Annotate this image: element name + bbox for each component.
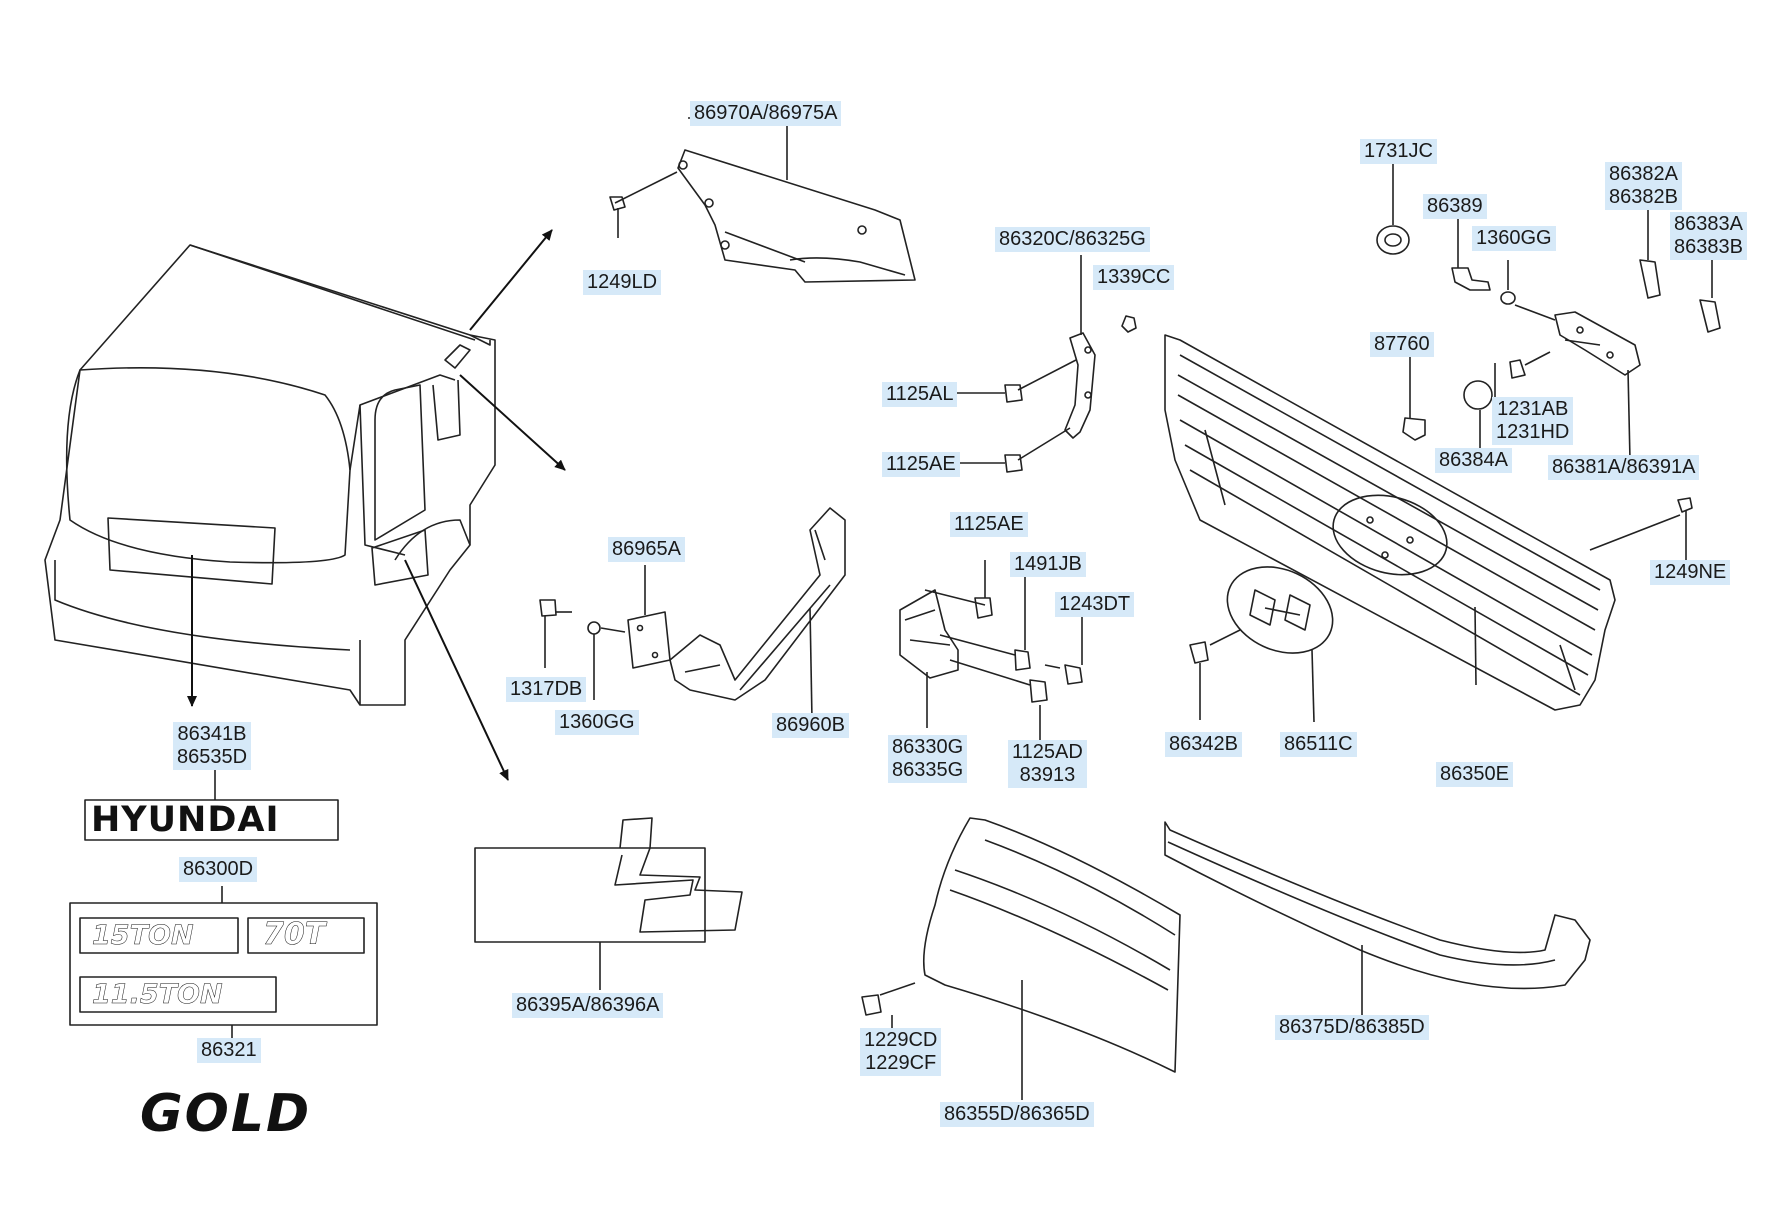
part-number-line: 86389 xyxy=(1427,195,1483,217)
label-86350E: 86350E xyxy=(1436,762,1513,787)
part-number-line: 1249LD xyxy=(587,271,658,293)
part-number-line: 1125AD xyxy=(1012,741,1083,763)
label-1360GG-b: 1360GG xyxy=(555,710,639,735)
part-number-line: 86381A/86391A xyxy=(1552,456,1696,478)
truck-cab-illustration xyxy=(44,244,496,706)
label-86970A: 86970A/86975A xyxy=(690,101,842,126)
part-number-line: 86355D/86365D xyxy=(944,1103,1090,1125)
part-number-line: 1231AB xyxy=(1497,398,1569,420)
part-number-line: 1360GG xyxy=(1476,227,1552,249)
label-86395A: 86395A/86396A xyxy=(512,993,664,1018)
part-number-line: 1243DT xyxy=(1059,593,1131,615)
part-number-line: 1731JC xyxy=(1364,140,1433,162)
part-number-line: 86382B xyxy=(1609,186,1678,208)
label-1360GG-a: 1360GG xyxy=(1472,226,1556,251)
part-number-line: 1125AE xyxy=(954,513,1024,535)
grille-bracket xyxy=(952,255,1137,473)
label-86375D: 86375D/86385D xyxy=(1275,1015,1429,1040)
part-number-line: 86383B xyxy=(1674,236,1743,258)
part-number-line: 86320C/86325G xyxy=(999,228,1146,250)
label-1243DT: 1243DT xyxy=(1055,592,1135,617)
part-number-line: 86330G xyxy=(892,736,964,758)
part-number-line: 86382A xyxy=(1609,163,1678,185)
side-decal xyxy=(474,817,743,990)
label-86321: 86321 xyxy=(197,1038,261,1063)
label-86355D: 86355D/86365D xyxy=(940,1102,1094,1127)
label-1125AL: 1125AL xyxy=(882,382,958,407)
part-number-line: 86350E xyxy=(1440,763,1509,785)
part-number-line: 86535D xyxy=(177,746,248,768)
label-86381A: 86381A/86391A xyxy=(1548,455,1700,480)
part-number-line: 86321 xyxy=(201,1039,257,1061)
part-number-line: 86960B xyxy=(776,714,845,736)
part-number-line: 87760 xyxy=(1374,333,1430,355)
part-number-line: 86341B xyxy=(177,723,247,745)
part-number-line: 1229CF xyxy=(865,1052,937,1074)
part-number-line: 83913 xyxy=(1019,764,1076,786)
gold-badge: GOLD xyxy=(140,1084,312,1144)
ton115-badge: 11.5TON xyxy=(92,979,223,1011)
label-1249NE: 1249NE xyxy=(1650,560,1731,585)
label-87760: 87760 xyxy=(1370,332,1434,357)
label-86384A: 86384A xyxy=(1435,448,1512,473)
label-86960B: 86960B xyxy=(772,713,849,738)
badge-frames xyxy=(69,768,378,1052)
part-number-line: 86342B xyxy=(1169,733,1238,755)
part-number-line: 1231HD xyxy=(1496,421,1570,443)
part-number-line: 86384A xyxy=(1439,449,1508,471)
hyundai-badge: HYUNDAI xyxy=(91,800,280,840)
part-number-line: 1317DB xyxy=(510,678,583,700)
part-number-line: 86335G xyxy=(892,759,964,781)
part-number-line: 1229CD xyxy=(864,1029,938,1051)
radiator-grille xyxy=(1164,334,1616,711)
part-number-line: 86300D xyxy=(183,858,254,880)
exploded-view-arrows xyxy=(187,229,566,781)
t70-badge: 70T xyxy=(263,917,326,952)
label-86389: 86389 xyxy=(1423,194,1487,219)
emblem-plate xyxy=(1189,566,1334,723)
part-number-line: 86965A xyxy=(612,538,681,560)
part-number-line: 1360GG xyxy=(559,711,635,733)
part-number-line: 86511C xyxy=(1284,733,1353,755)
part-number-line: 86383A xyxy=(1674,213,1743,235)
headlamp-bracket xyxy=(899,560,1083,745)
label-1249LD: 1249LD xyxy=(583,270,662,295)
label-1731JC: 1731JC xyxy=(1360,139,1437,164)
part-number-line: 1125AL xyxy=(886,383,954,405)
step-mounting-parts xyxy=(539,565,671,700)
step-bracket xyxy=(669,507,846,721)
label-86320C: 86320C/86325G xyxy=(995,227,1150,252)
label-86965A: 86965A xyxy=(608,537,685,562)
grille-fittings xyxy=(1376,160,1721,565)
label-86511C: 86511C xyxy=(1280,732,1357,757)
label-1317DB: 1317DB xyxy=(506,677,587,702)
label-86342B: 86342B xyxy=(1165,732,1242,757)
ton15-badge: 15TON xyxy=(92,920,194,952)
label-1491JB: 1491JB xyxy=(1010,552,1086,577)
upper-cover-panel xyxy=(609,117,916,283)
label-86300D: 86300D xyxy=(179,857,258,882)
label-1125AE-a: 1125AE xyxy=(882,452,960,477)
label-1339CC: 1339CC xyxy=(1093,265,1175,290)
part-number-line: 1491JB xyxy=(1014,553,1082,575)
part-number-line: 86375D/86385D xyxy=(1279,1016,1425,1038)
bumper-strip xyxy=(1164,821,1591,1022)
part-number-line: 1249NE xyxy=(1654,561,1727,583)
part-number-line: 1125AE xyxy=(886,453,956,475)
label-1125AE-b: 1125AE xyxy=(950,512,1028,537)
part-number-line: 1339CC xyxy=(1097,266,1171,288)
part-number-line: 86395A/86396A xyxy=(516,994,660,1016)
part-number-line: 86970A/86975A xyxy=(694,102,838,124)
